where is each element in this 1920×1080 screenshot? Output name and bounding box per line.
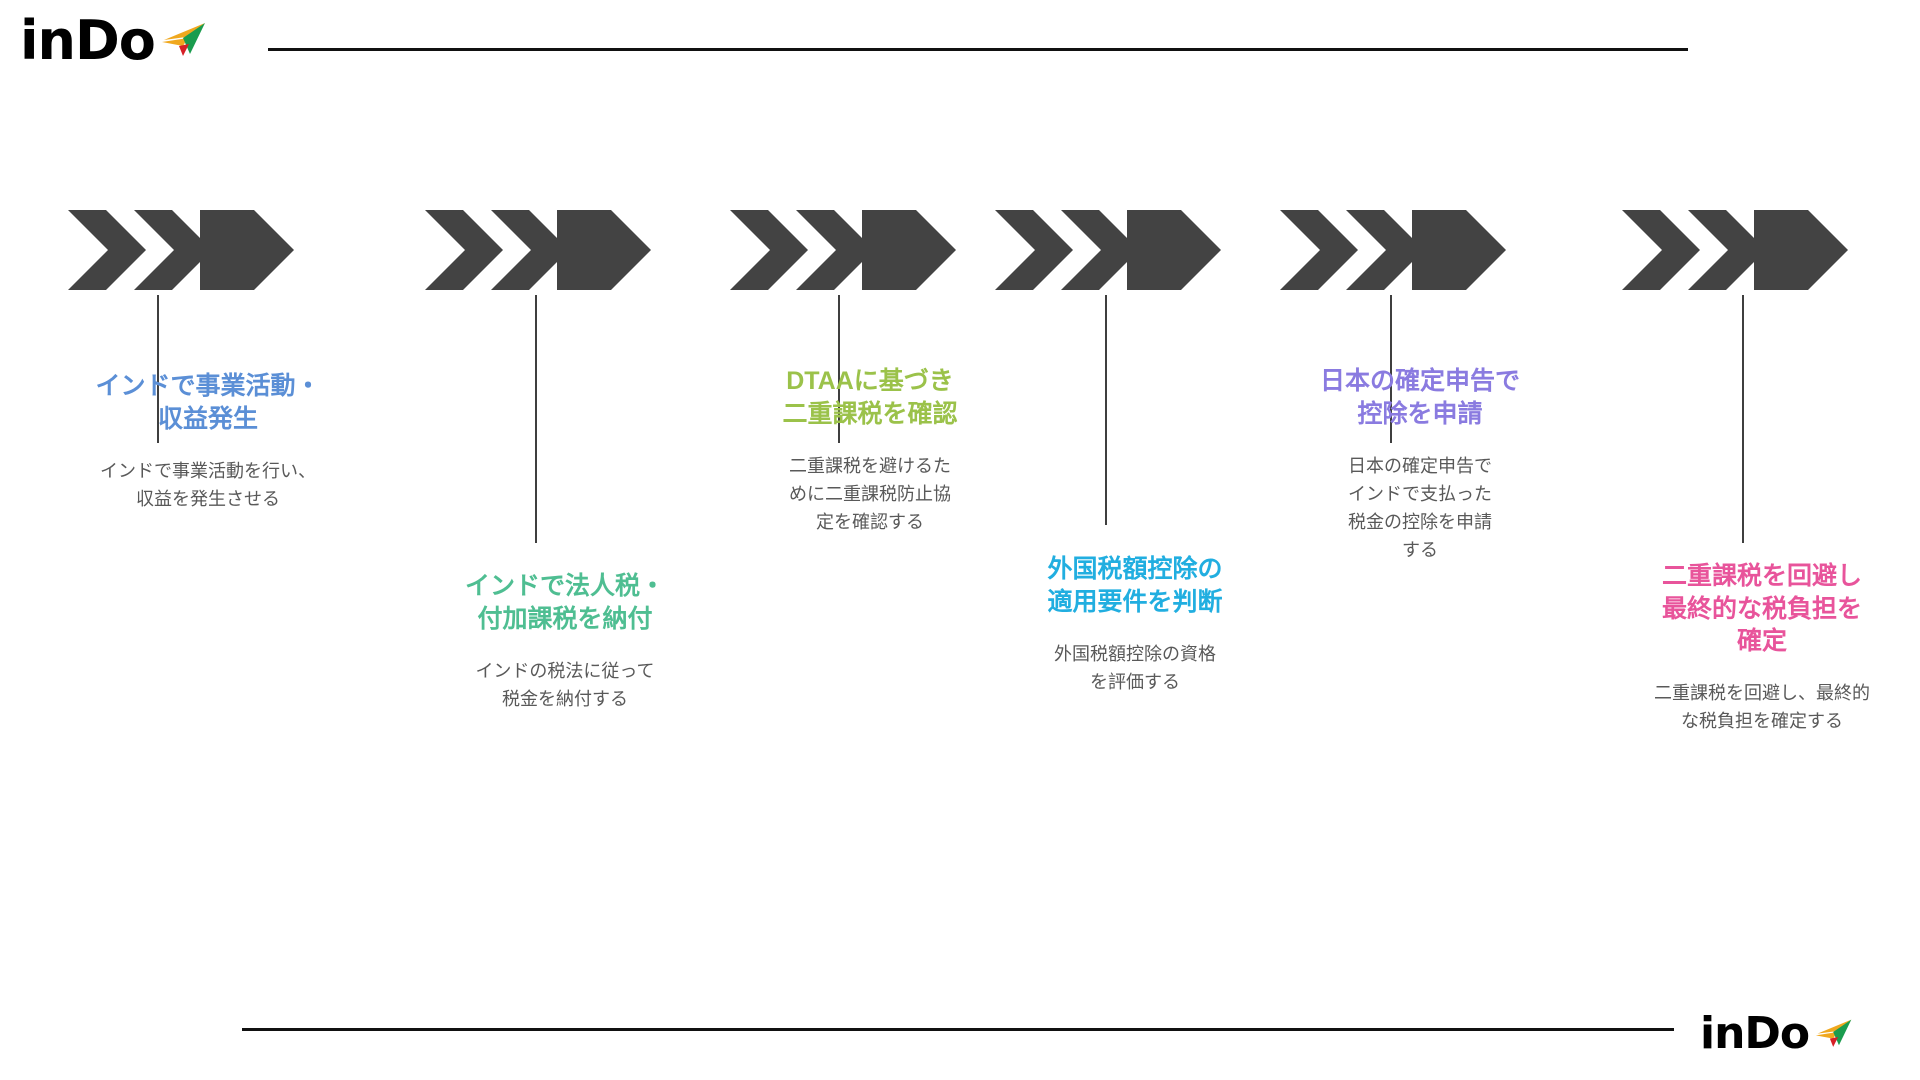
paper-plane-icon [161,23,205,56]
step-title: DTAAに基づき 二重課税を確認 [782,367,958,428]
step-description: 二重課税を避けるた めに二重課税防止協 定を確認する [789,456,951,532]
step-title: インドで法人税・ 付加課税を納付 [464,572,665,633]
step-connector-line [535,295,537,543]
step-title: インドで事業活動・ 収益発生 [95,372,321,433]
triple-chevron-right-icon [1622,210,1848,290]
step-connector-line [838,295,840,443]
triple-chevron-right-icon [68,210,294,290]
triple-chevron-right-icon [1280,210,1506,290]
brand-logo-footer: inDo [1700,1012,1853,1056]
header-divider [268,48,1688,51]
triple-chevron-right-icon [730,210,956,290]
step-connector-line [1105,295,1107,525]
step-title: 二重課税を回避し 最終的な税負担を 確定 [1661,562,1862,655]
triple-chevron-right-icon [425,210,651,290]
triple-chevron-right-icon [995,210,1221,290]
step-description: 二重課税を回避し、最終的 な税負担を確定する [1654,683,1870,731]
brand-name: inDo [1700,1008,1810,1059]
footer-divider [242,1028,1674,1031]
paper-plane-icon [1816,1019,1852,1047]
brand-logo-header: inDo [20,14,207,68]
step-connector-line [1390,295,1392,443]
step-description: インドで事業活動を行い、 収益を発生させる [100,461,316,509]
step-description: 日本の確定申告で インドで支払った 税金の控除を申請 する [1348,456,1492,560]
step-description: インドの税法に従って 税金を納付する [475,661,655,709]
step-title: 外国税額控除の 適用要件を判断 [1047,555,1223,616]
brand-name: inDo [20,9,156,72]
step-description: 外国税額控除の資格 を評価する [1054,644,1216,692]
step-connector-line [157,295,159,443]
step-title: 日本の確定申告で 控除を申請 [1319,367,1520,428]
page-header: inDo [0,0,1920,100]
step-connector-line [1742,295,1744,543]
